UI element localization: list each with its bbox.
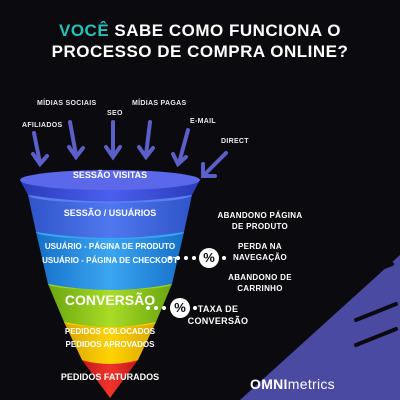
connector-dot [162,306,166,310]
title-accent-word: VOCÊ [58,21,110,40]
loss-cart: ABANDONO DE CARRINHO [228,273,292,293]
connector-dot [154,306,158,310]
arrow-down-icon-seo [104,120,122,161]
stage-label-invoiced: PEDIDOS FATURADOS [60,372,160,382]
funnel-segment-pages [36,232,184,290]
source-social-media: MÍDIAS SOCIAIS [37,100,97,107]
source-email: E-MAIL [190,118,216,125]
funnel-segment-orders [64,322,156,364]
brand-logo: OMNImetrics [250,376,335,392]
connector-dot [193,306,197,310]
source-paid-media: MÍDIAS PAGAS [132,100,187,107]
conversion-rate-label: TAXA DE CONVERSÃO [187,304,249,326]
connector-dot [176,256,180,260]
stage-label-visits: SESSÃO VISITAS [72,170,148,180]
stage-label-users: SESSÃO / USUÁRIOS [63,208,157,218]
brand-logo-part-2: metrics [287,376,335,392]
connector-dot [184,256,188,260]
funnel-segment-conversion [48,284,172,327]
conversion-percent-badge: % [170,298,190,318]
source-direct: DIRECT [221,138,249,145]
stage-label-conversion: CONVERSÃO [64,292,156,308]
connector-dot [222,256,226,260]
funnel-segment-users [28,195,192,238]
loss-percent-badge: % [199,248,219,268]
stage-label-product-page: USUÁRIO - PÁGINA DE PRODUTO [44,242,176,251]
connector-dot [146,306,150,310]
source-seo: SEO [107,110,123,117]
page-title: VOCÊ SABE COMO FUNCIONA O PROCESSO DE CO… [0,20,400,62]
stage-label-checkout-page: USUÁRIO - PÁGINA DE CHECKOUT [42,256,178,265]
source-affiliates: AFILIADOS [22,122,63,129]
arrow-down-icon-direct [201,151,228,178]
title-line-2: PROCESSO DE COMPRA ONLINE? [51,42,349,61]
stage-label-orders-placed: PEDIDOS COLOCADOS [64,327,156,336]
connector-dot [192,256,196,260]
title-line-1: VOCÊ SABE COMO FUNCIONA O [0,20,400,41]
funnel-rim-visits [20,170,200,190]
stage-label-orders-approved: PEDIDOS APROVADOS [65,340,155,349]
arrow-down-icon-affiliates [31,131,49,168]
loss-navigation: PERDA NA NAVEGAÇÃO [232,242,288,262]
brand-logo-part-1: OMNI [250,376,288,392]
loss-product-page: ABANDONO PÁGINA DE PRODUTO [217,211,303,231]
arrow-down-icon-paid [137,120,155,161]
funnel-segment-invoiced [82,360,138,398]
connector-dot [168,256,172,260]
arrow-down-icon-email [171,128,190,168]
title-line-1-text: SABE COMO FUNCIONA O [109,21,341,40]
arrow-down-icon-social [67,120,85,161]
